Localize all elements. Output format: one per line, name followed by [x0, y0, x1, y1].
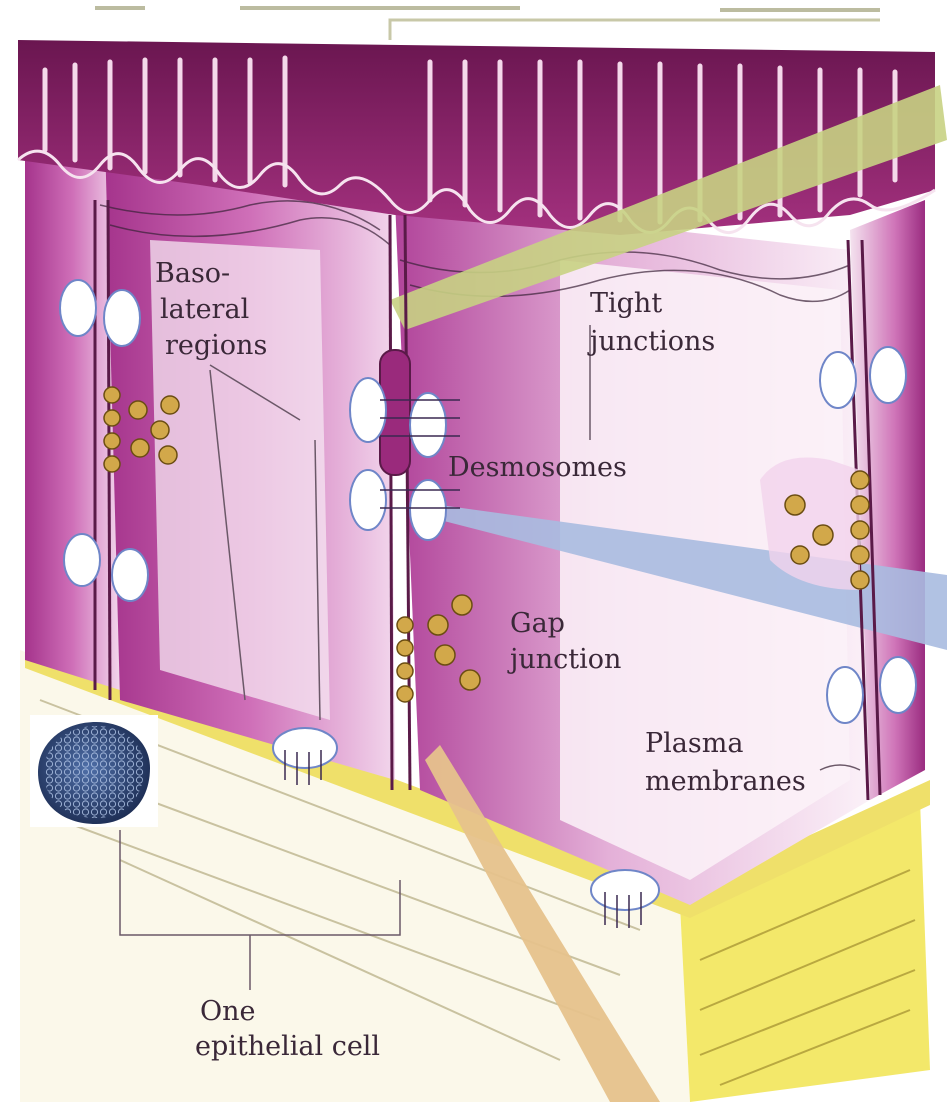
label-cell-line2: epithelial cell [195, 1031, 380, 1062]
desmosome-disc-center-3 [350, 470, 386, 530]
desmosome-disc-right-3 [827, 667, 863, 723]
label-tight-line2: junctions [587, 326, 715, 357]
label-gap-line1: Gap [510, 608, 565, 639]
label-tight-line1: Tight [590, 288, 662, 319]
label-desmosomes: Desmosomes [448, 452, 627, 483]
label-gap-line2: junction [507, 644, 621, 675]
desmosome-disc-left-1 [60, 280, 96, 336]
desmosome-disc-right-2 [870, 347, 906, 403]
desmosome-disc-center-4 [410, 480, 446, 540]
hemidesmosome-left [273, 728, 337, 768]
desmosome-disc-right-4 [880, 657, 916, 713]
hemidesmosome-right [591, 870, 659, 910]
label-cell-line1: One [200, 996, 256, 1027]
desmosome-disc-left-4 [112, 549, 148, 601]
hexagonal-gap-junction-lattice-icon [30, 715, 158, 827]
label-basolateral-line1: Baso- [155, 258, 230, 289]
label-basolateral-line3: regions [165, 330, 267, 361]
label-plasma-line1: Plasma [645, 728, 743, 759]
label-basolateral-line2: lateral [160, 294, 249, 325]
desmosome-disc-right-1 [820, 352, 856, 408]
desmosome-disc-left-3 [64, 534, 100, 586]
desmosome-disc-center-2 [410, 393, 446, 457]
desmosome-disc-center-1 [350, 378, 386, 442]
label-plasma-line2: membranes [645, 766, 806, 797]
desmosome-disc-left-2 [104, 290, 140, 346]
